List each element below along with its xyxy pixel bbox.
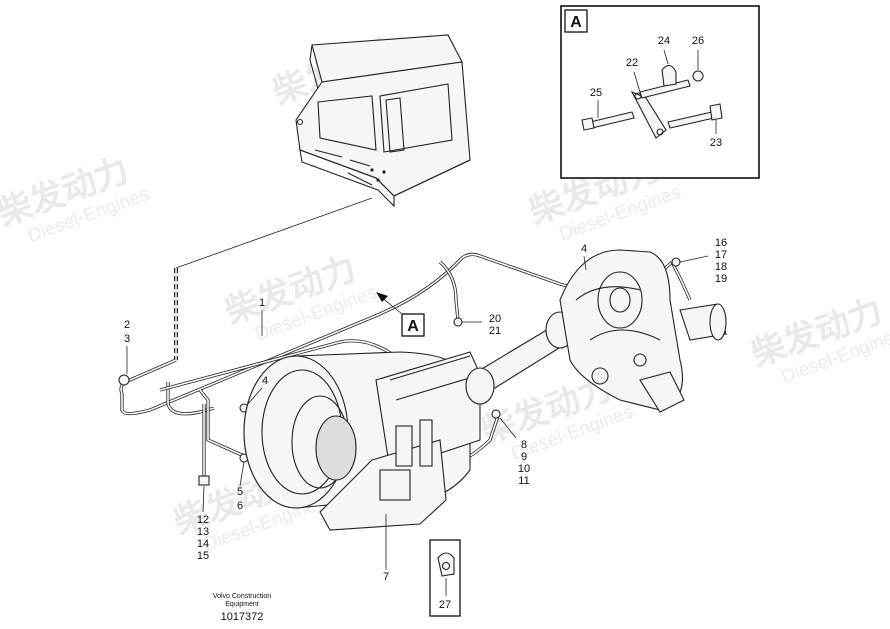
callout-19: 19: [715, 273, 727, 285]
callout-26: 26: [692, 35, 704, 47]
callout-21: 21: [489, 325, 501, 337]
callout-13: 13: [197, 526, 209, 538]
callout-4-top: 4: [581, 243, 587, 255]
company-name-line2: Equipment: [225, 601, 259, 608]
callout-22: 22: [626, 57, 638, 69]
callout-12: 12: [197, 514, 209, 526]
drawing-number: 1017372: [221, 611, 264, 623]
callout-10: 10: [518, 463, 530, 475]
callout-5: 5: [237, 486, 243, 498]
callout-16: 16: [715, 237, 727, 249]
callout-9: 9: [521, 451, 527, 463]
detail-view-a: A 22 23 24 25 26: [560, 5, 760, 179]
callout-6: 6: [237, 500, 243, 512]
view-marker-label: A: [407, 318, 419, 335]
callout-14: 14: [197, 538, 209, 550]
callout-15: 15: [197, 550, 209, 562]
callout-17: 17: [715, 249, 727, 261]
callout-11: 11: [518, 475, 529, 487]
callout-25: 25: [590, 87, 602, 99]
cab-illustration: [295, 34, 471, 208]
main-callouts: 1 2 3 4 4 5 6 7 8 9 10 11 12 13 14 15 16…: [124, 237, 727, 583]
callout-23: 23: [710, 137, 722, 149]
callout-1: 1: [259, 297, 265, 309]
detail-label: A: [570, 14, 582, 31]
callout-24: 24: [658, 35, 670, 47]
view-marker-a: A: [376, 292, 425, 337]
callout-2: 2: [124, 319, 130, 331]
callout-20: 20: [489, 313, 501, 325]
callout-4-left: 4: [262, 375, 268, 387]
detail-label-box: [564, 9, 588, 33]
company-name-line1: Volvo Construction: [213, 593, 271, 600]
callout-3: 3: [124, 333, 130, 345]
routing-lines: [174, 197, 373, 360]
transmission-illustration: [243, 249, 727, 531]
clip-detail-box: 27: [429, 539, 461, 617]
callout-8: 8: [521, 439, 527, 451]
callout-27: 27: [439, 599, 451, 611]
callout-7: 7: [383, 571, 389, 583]
callout-18: 18: [715, 261, 727, 273]
footer-block: Volvo Construction Equipment 1017372: [213, 593, 271, 623]
